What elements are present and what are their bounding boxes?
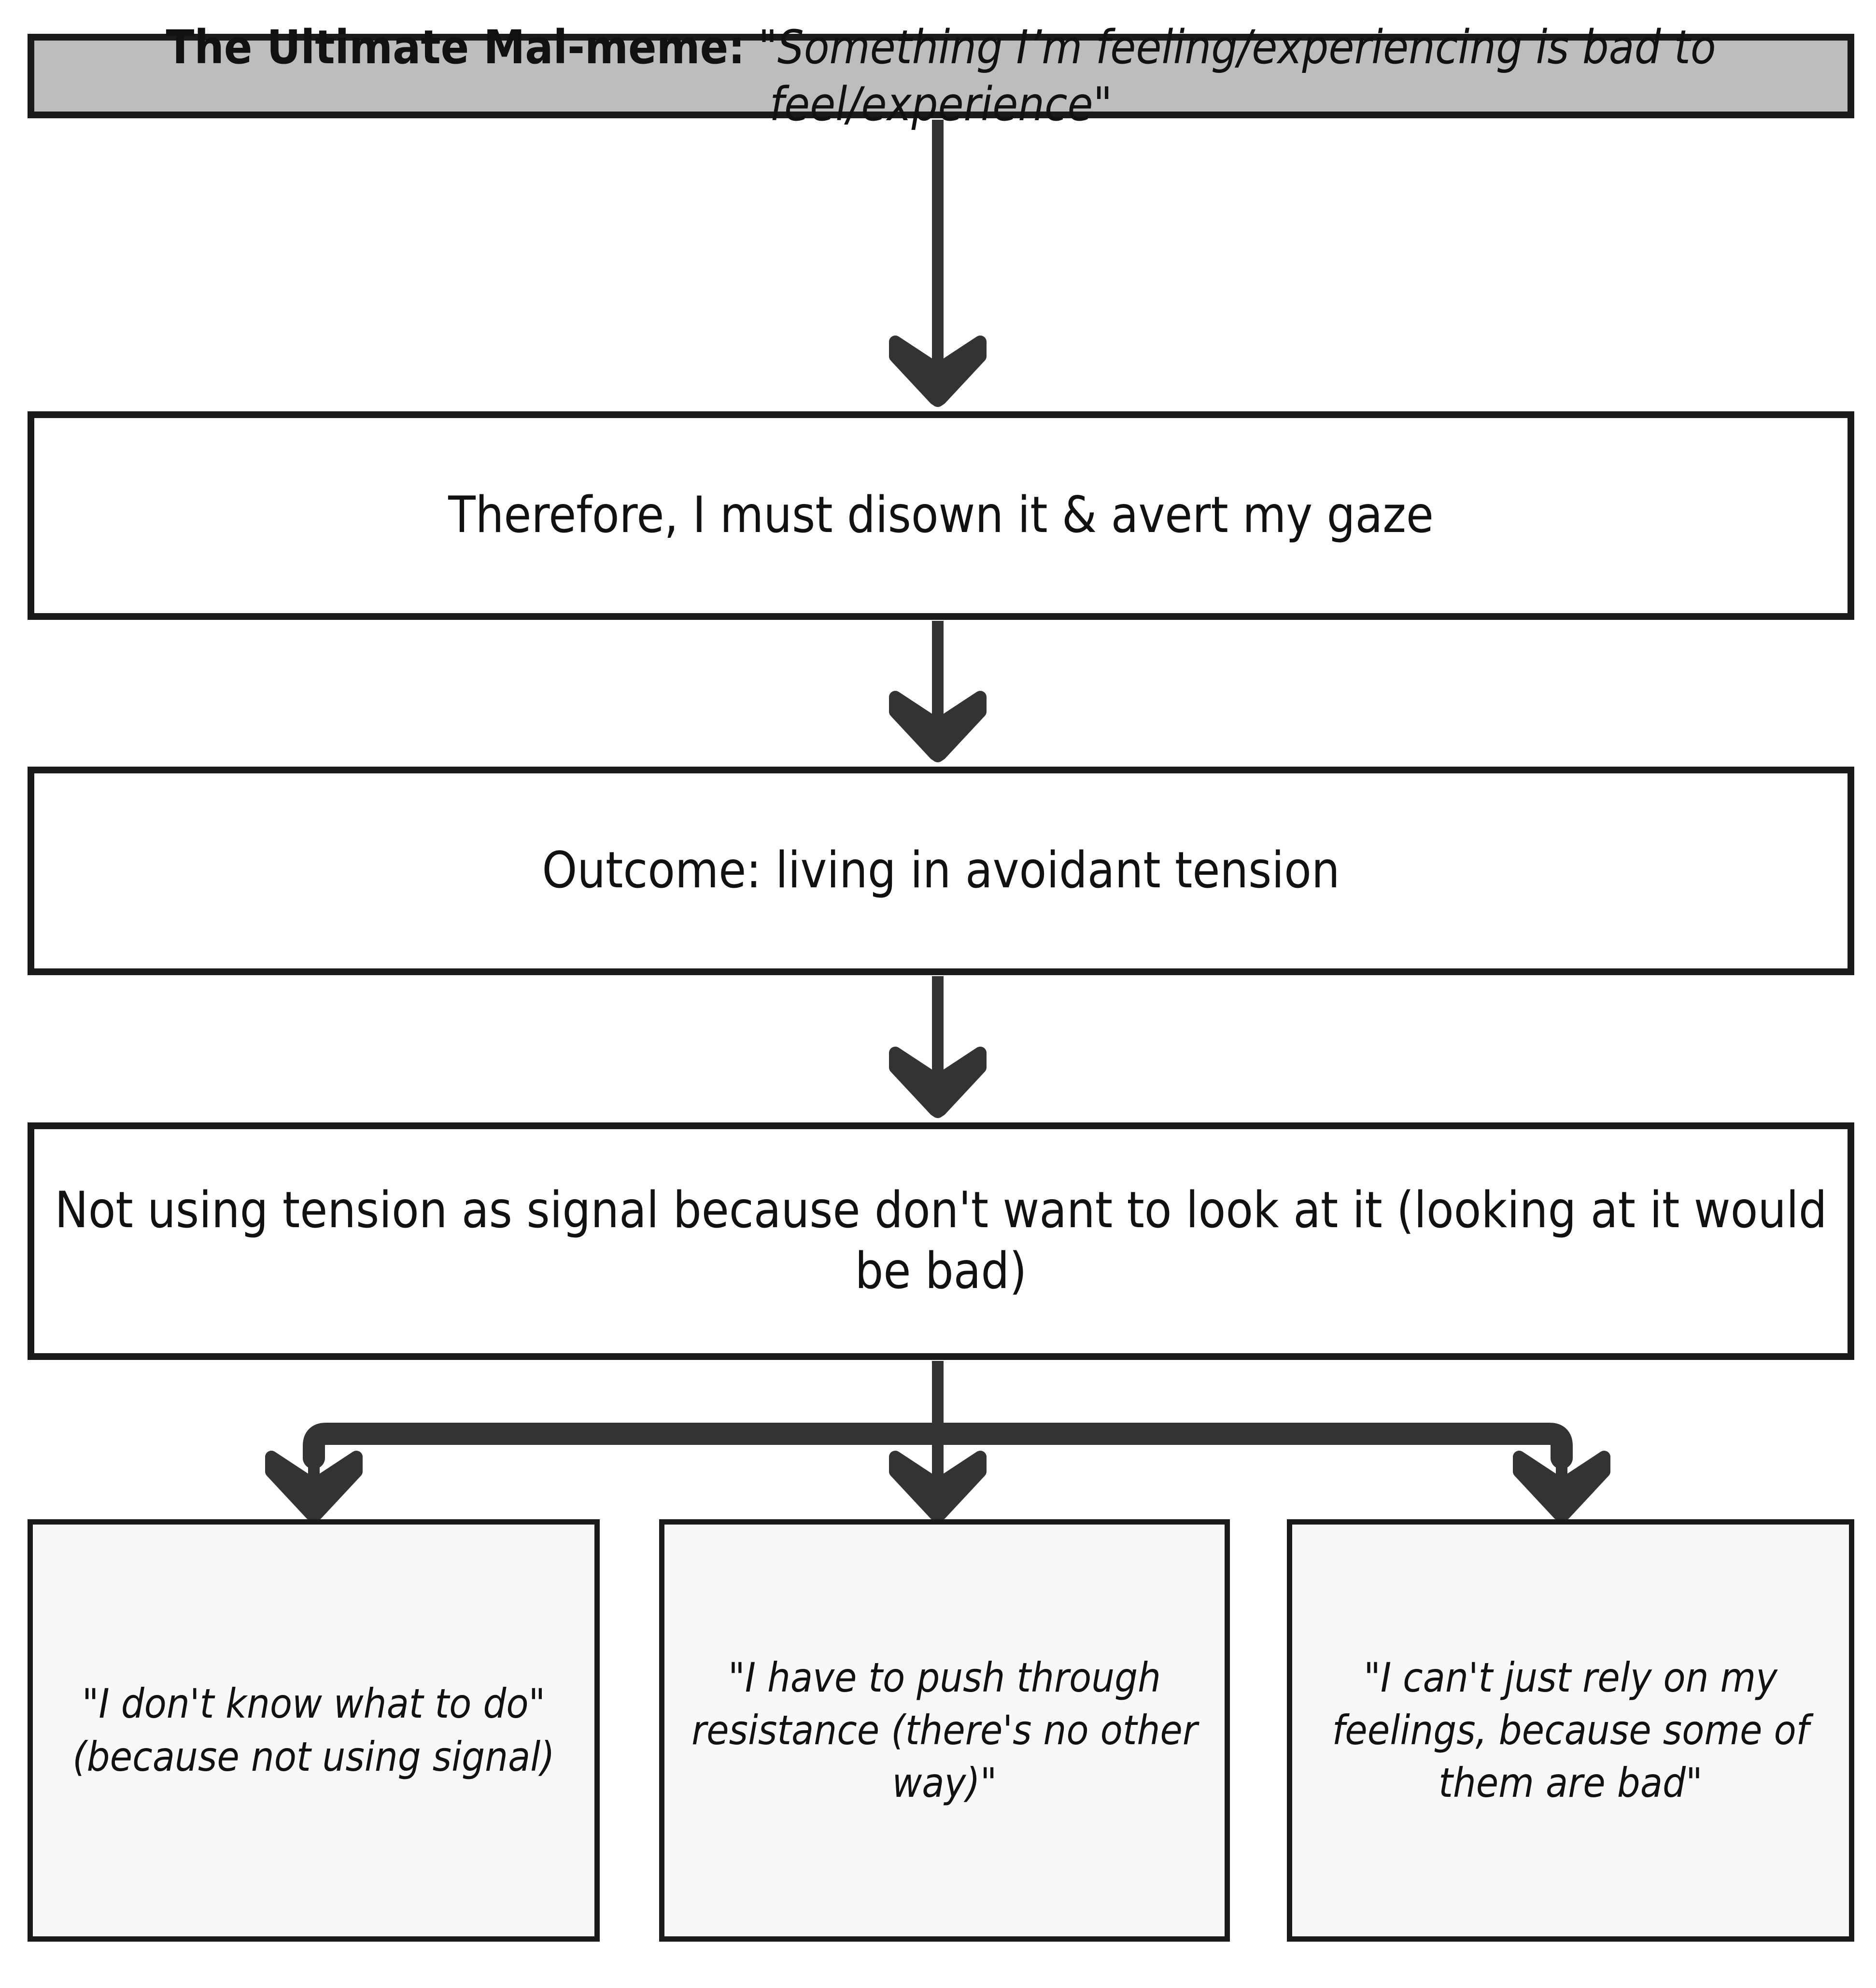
- node-not-using-tension-as-signal-label: Not using tension as signal because don'…: [55, 1181, 1827, 1300]
- leaf-push-through-resistance-label: "I have to push through resistance (ther…: [691, 1653, 1198, 1807]
- arrow-outcome-to-tension: [895, 976, 980, 1112]
- arrow-tension-to-cant-rely: [1519, 1434, 1604, 1516]
- node-ultimate-mal-meme[interactable]: The Ultimate Mal-meme: "Something I’m fe…: [28, 20, 1854, 131]
- leaf-cant-rely-on-feelings-label: "I can't just rely on my feelings, becau…: [1332, 1653, 1809, 1807]
- leaf-dont-know-what-to-do[interactable]: "I don't know what to do" (because not u…: [28, 1519, 600, 1942]
- node-outcome-avoidant-tension-label: Outcome: living in avoidant tension: [542, 841, 1340, 900]
- node-ultimate-mal-meme-label-italic: "Something I’m feeling/experiencing is b…: [758, 20, 1716, 131]
- node-disown-and-avert[interactable]: Therefore, I must disown it & avert my g…: [28, 411, 1854, 620]
- arrow-tension-to-push-through: [895, 1434, 980, 1516]
- node-ultimate-mal-meme-label: The Ultimate Mal-meme: "Something I’m fe…: [34, 19, 1848, 132]
- arrow-tension-to-dont-know: [271, 1434, 356, 1516]
- node-ultimate-mal-meme-label-bold: The Ultimate Mal-meme:: [166, 20, 745, 75]
- arrow-disown-to-outcome: [895, 621, 980, 756]
- leaf-push-through-resistance[interactable]: "I have to push through resistance (ther…: [659, 1519, 1230, 1942]
- node-outcome-avoidant-tension[interactable]: Outcome: living in avoidant tension: [28, 767, 1854, 975]
- leaf-dont-know-what-to-do-label: "I don't know what to do" (because not u…: [72, 1680, 555, 1780]
- arrow-title-to-disown: [895, 120, 980, 401]
- node-not-using-tension-as-signal[interactable]: Not using tension as signal because don'…: [28, 1122, 1854, 1360]
- node-disown-and-avert-label: Therefore, I must disown it & avert my g…: [448, 486, 1434, 545]
- leaf-cant-rely-on-feelings[interactable]: "I can't just rely on my feelings, becau…: [1287, 1519, 1854, 1942]
- branch-bus: [303, 1361, 1573, 1469]
